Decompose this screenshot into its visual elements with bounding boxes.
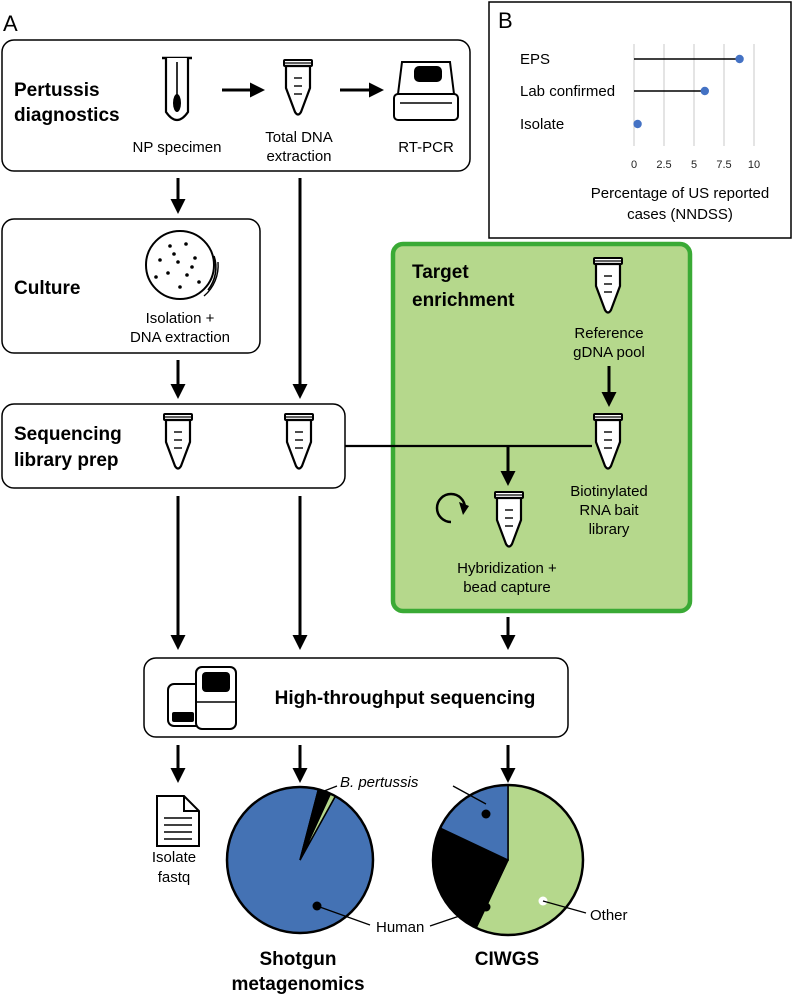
x-tick-label: 5 xyxy=(691,159,697,171)
hybrid-label-1: Hybridization + xyxy=(457,560,557,577)
reference-label-1: Reference xyxy=(574,325,643,342)
np-specimen-label: NP specimen xyxy=(133,139,222,156)
human-leader xyxy=(429,906,487,927)
bpertussis-label: B. pertussis xyxy=(340,774,419,791)
bpertussis-leader xyxy=(318,785,338,794)
bpertussis-marker xyxy=(481,809,491,819)
refresh-cycle-icon xyxy=(435,492,469,524)
hybrid-label-2: bead capture xyxy=(463,579,551,596)
library-title-1: Sequencing xyxy=(14,424,122,445)
category-label: Lab confirmed xyxy=(520,83,615,100)
bpertussis-leader xyxy=(452,785,487,805)
pie-outline xyxy=(431,783,585,937)
data-point xyxy=(735,54,744,64)
library-title-2: library prep xyxy=(14,450,119,471)
chart-xlabel-2: cases (NNDSS) xyxy=(627,206,733,223)
enrichment-title-2: enrichment xyxy=(412,290,515,311)
shotgun-title-1: Shotgun xyxy=(259,949,336,970)
category-label: EPS xyxy=(520,51,550,68)
bait-label-2: RNA bait xyxy=(579,502,639,519)
culture-caption-1: Isolation + xyxy=(146,310,215,327)
category-label: Isolate xyxy=(520,116,564,133)
np-specimen-icon xyxy=(162,56,192,122)
chart-xlabel-1: Percentage of US reported xyxy=(591,185,769,202)
diagnostics-title-1: Pertussis xyxy=(14,80,100,101)
x-tick-label: 7.5 xyxy=(716,159,731,171)
isolate-label-1: Isolate xyxy=(152,849,196,866)
bait-label-3: library xyxy=(589,521,630,538)
panel-a-label: A xyxy=(3,11,18,36)
file-icon xyxy=(156,795,200,847)
hts-box xyxy=(143,657,569,738)
reference-label-2: gDNA pool xyxy=(573,344,645,361)
x-tick-label: 2.5 xyxy=(656,159,671,171)
shotgun-title-2: metagenomics xyxy=(231,974,364,995)
total-dna-label-2: extraction xyxy=(266,148,331,165)
other-label: Other xyxy=(590,907,628,924)
hts-title: High-throughput sequencing xyxy=(275,688,536,709)
pie-outline xyxy=(225,785,375,935)
culture-caption-2: DNA extraction xyxy=(130,329,230,346)
x-tick-label: 0 xyxy=(631,159,637,171)
total-dna-label-1: Total DNA xyxy=(265,129,333,146)
isolate-label-2: fastq xyxy=(158,869,191,886)
human-label: Human xyxy=(376,919,424,936)
rtpcr-machine-icon xyxy=(393,61,459,121)
panel-b-box xyxy=(488,1,792,239)
panel-b-label: B xyxy=(498,8,513,33)
diagnostics-title-2: diagnostics xyxy=(14,105,120,126)
human-leader xyxy=(316,905,371,926)
data-point xyxy=(700,86,709,96)
x-tick-label: 10 xyxy=(748,159,760,171)
ciwgs-pie-chart xyxy=(431,783,585,937)
shotgun-pie-chart xyxy=(225,785,375,935)
ciwgs-title: CIWGS xyxy=(475,949,539,970)
bait-label-1: Biotinylated xyxy=(570,483,648,500)
culture-title: Culture xyxy=(14,278,81,299)
sequencer-icon xyxy=(167,666,237,730)
other-leader xyxy=(542,900,587,914)
enrichment-title-1: Target xyxy=(412,262,469,283)
data-point xyxy=(633,119,642,129)
petri-dish-icon xyxy=(145,230,219,300)
rtpcr-label: RT-PCR xyxy=(398,139,454,156)
diagnostics-box xyxy=(1,39,471,172)
target-enrichment-box xyxy=(390,241,693,614)
